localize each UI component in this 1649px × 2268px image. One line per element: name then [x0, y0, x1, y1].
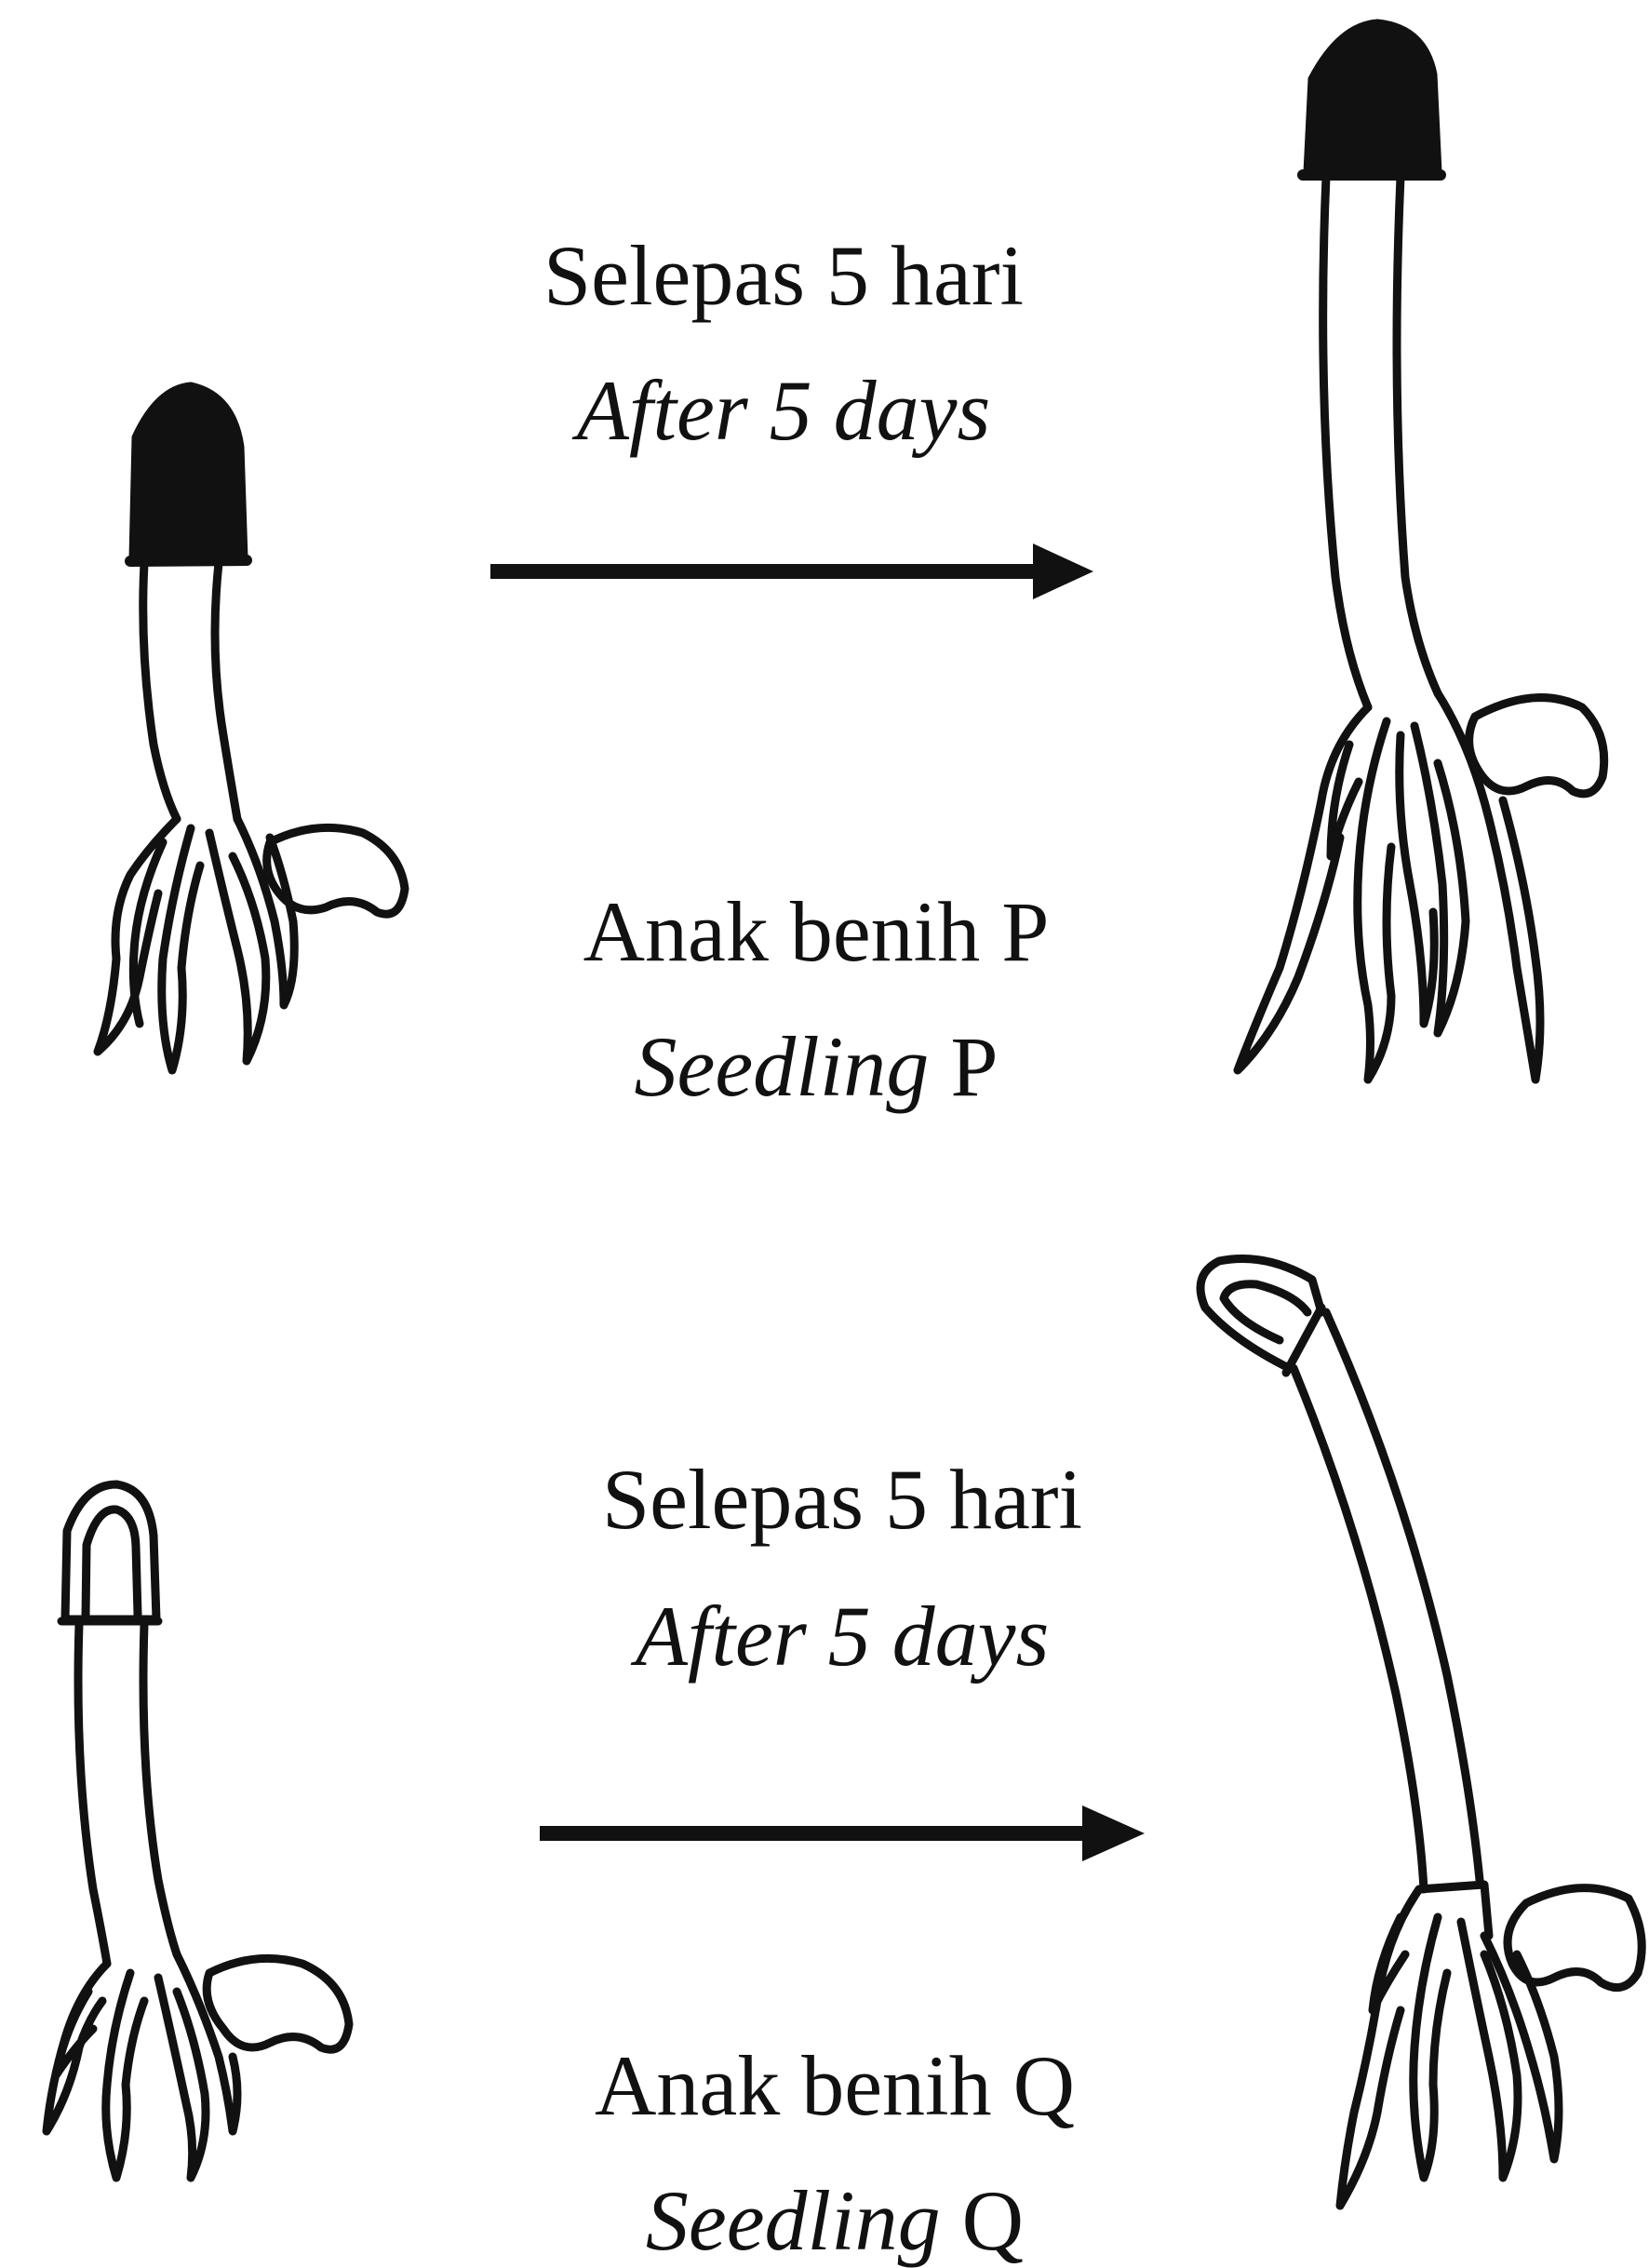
q-seedling-word: Seedling	[646, 2173, 941, 2268]
seedling-q-initial	[47, 1484, 349, 2178]
arrow-q	[540, 1805, 1145, 1861]
p-seedling-letter: P	[950, 1019, 998, 1114]
arrow-p-shaft	[490, 564, 1049, 579]
seedling-p-after-tip	[1307, 23, 1438, 172]
seedling-p-initial-shoot	[143, 563, 237, 819]
arrow-q-shaft	[540, 1826, 1098, 1841]
q-seedling-label-english: Seedling Q	[646, 2178, 1024, 2263]
arrow-p	[490, 544, 1093, 599]
seedling-p-after-seed	[1469, 698, 1604, 794]
q-time-label-english: After 5 days	[636, 1593, 1050, 1679]
p-seedling-word: Seedling	[635, 1019, 930, 1114]
q-time-label-malay: Selepas 5 hari	[602, 1456, 1082, 1542]
q-seedling-letter: Q	[962, 2173, 1024, 2268]
p-time-label-english: After 5 days	[577, 368, 991, 453]
seedling-q-initial-shoot	[78, 1624, 177, 1964]
seedling-p-initial-tip	[133, 386, 244, 558]
seedling-q-after	[1200, 1259, 1642, 2207]
arrow-q-head	[1082, 1805, 1145, 1861]
seedling-p-after	[1238, 23, 1604, 1080]
p-time-label-malay: Selepas 5 hari	[543, 233, 1024, 318]
q-seedling-label-malay: Anak benih Q	[595, 2043, 1075, 2128]
seedling-q-after-tip	[1200, 1259, 1321, 1369]
seedling-p-after-shoot	[1323, 177, 1438, 707]
seedling-p-after-roots	[1238, 693, 1540, 1080]
p-seedling-label-malay: Anak benih P	[583, 889, 1050, 974]
seedling-q-after-roots	[1340, 1889, 1559, 2206]
seedling-q-initial-seed	[207, 1958, 349, 2049]
arrow-p-head	[1033, 544, 1093, 599]
seedling-p-initial	[98, 386, 405, 1070]
p-seedling-label-english: Seedling P	[635, 1024, 999, 1109]
seedling-q-initial-tip	[65, 1484, 156, 1619]
seedling-q-after-shoot	[1294, 1312, 1480, 1889]
